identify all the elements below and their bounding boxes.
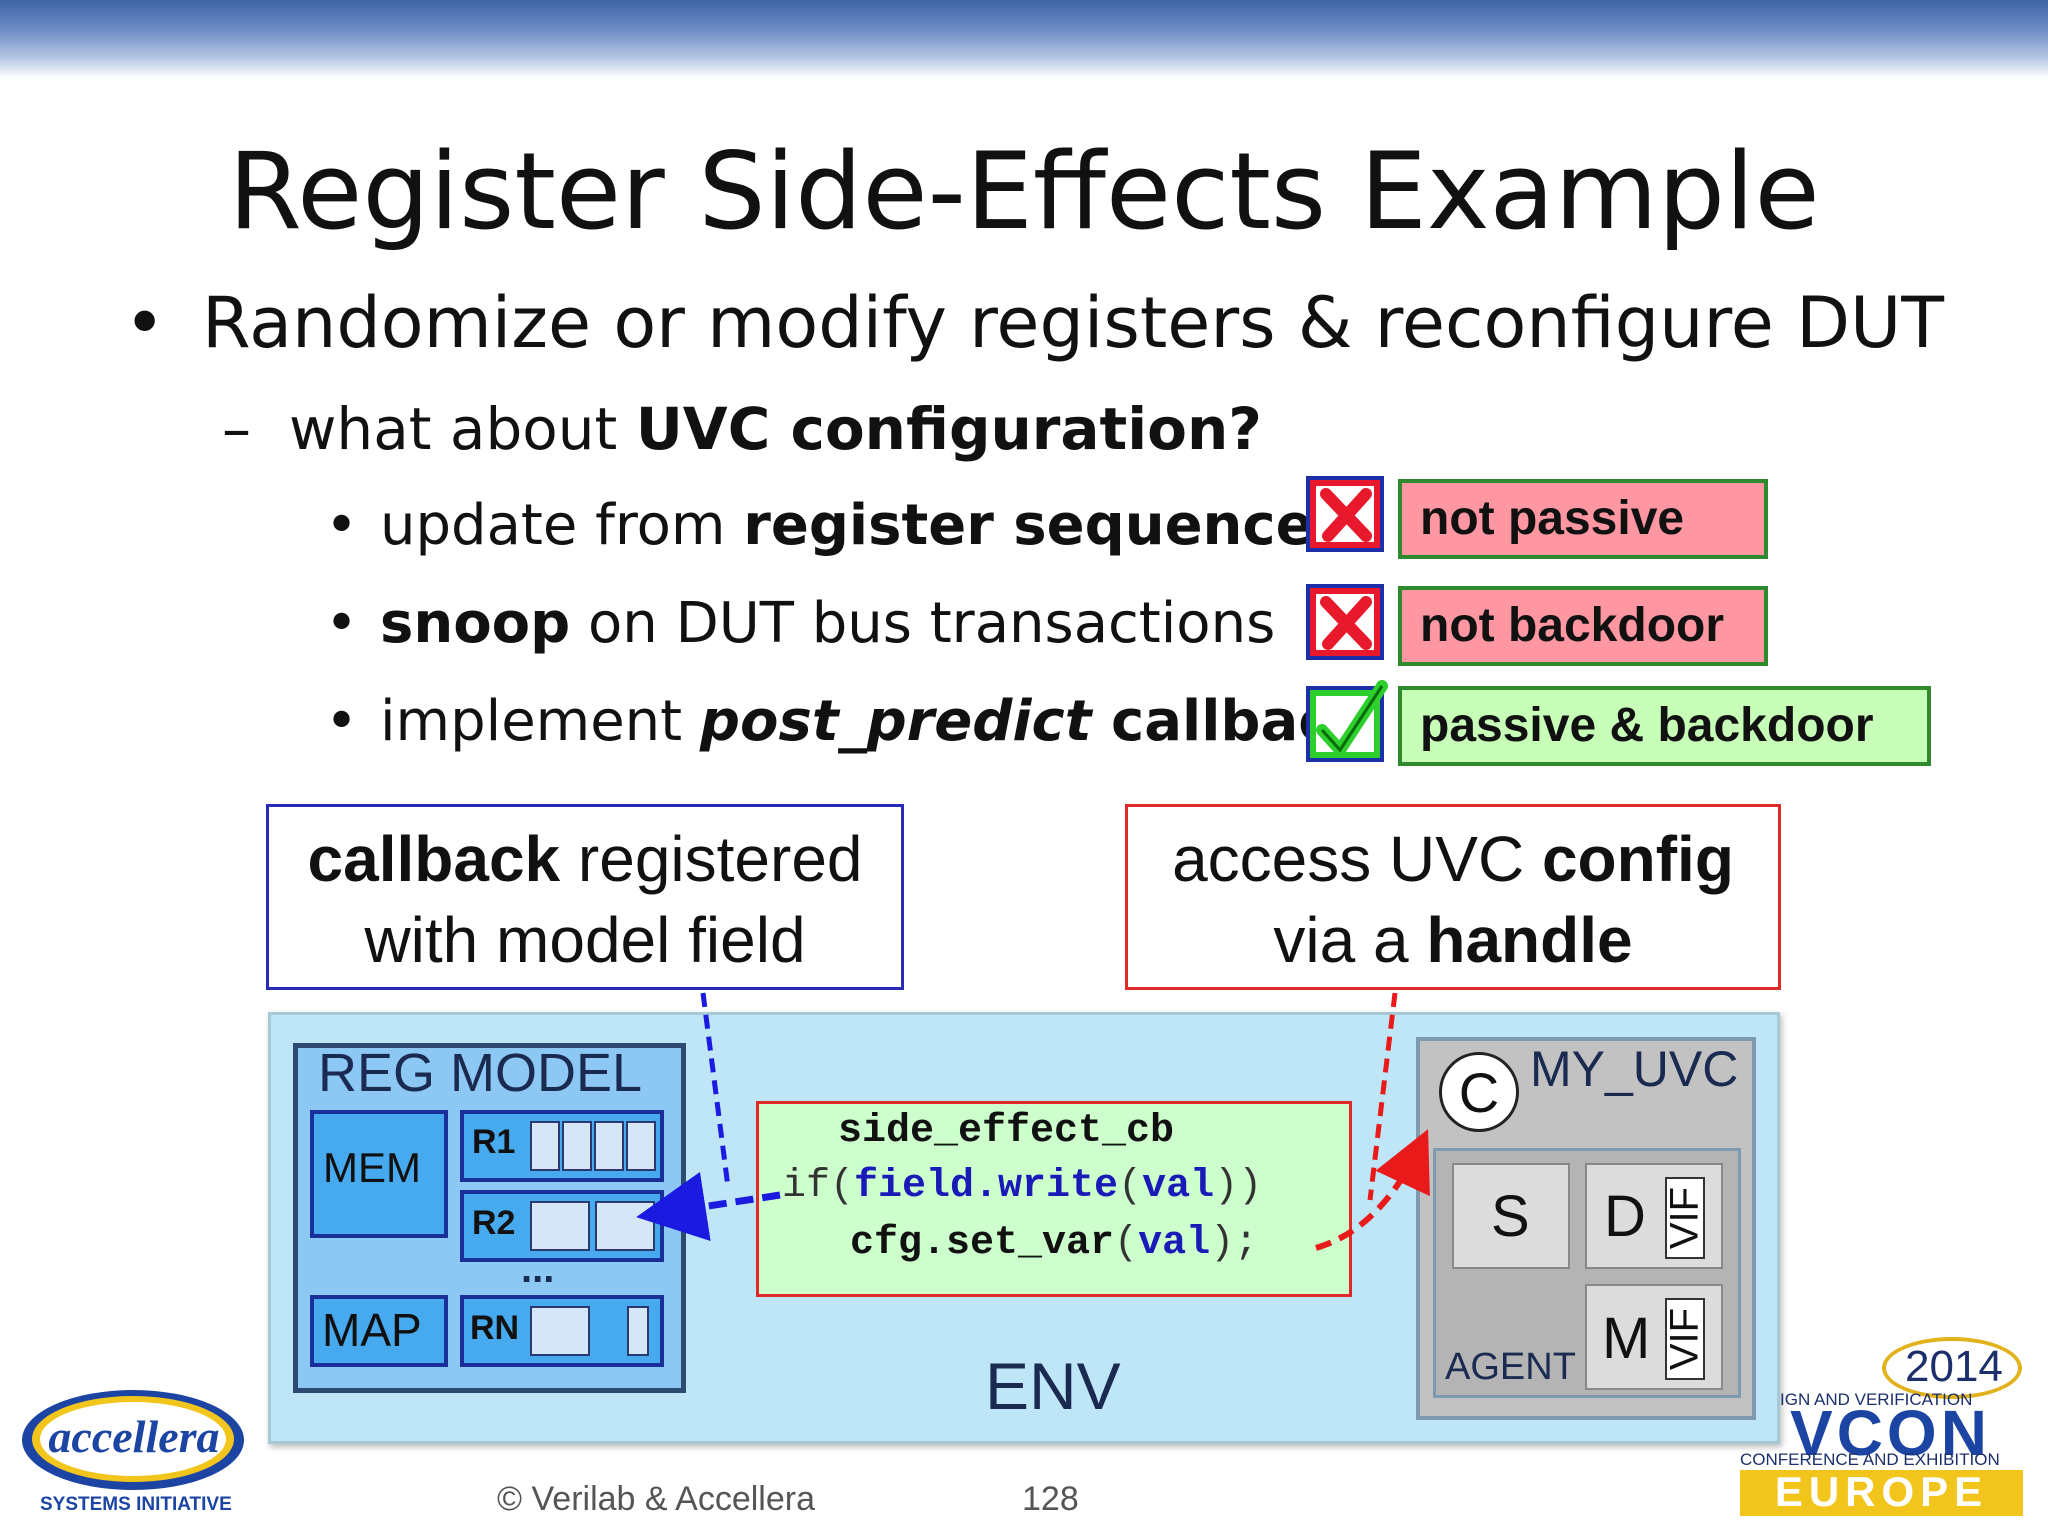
dvcon-name: VCON xyxy=(1790,1397,1991,1469)
code-paren: ( xyxy=(1114,1221,1139,1266)
dvcon-region-bar xyxy=(1740,1470,2023,1516)
subbullet-1-pre: update from xyxy=(380,493,744,558)
monitor-vif: VIF xyxy=(1663,1298,1707,1380)
subbullet-3-bolditalic: post_predict xyxy=(699,689,1092,754)
subbullet-2: • snoop on DUT bus transactions xyxy=(325,591,1275,656)
cross-icon xyxy=(1306,476,1384,552)
bullet-2: –what about UVC configuration? xyxy=(222,395,1262,463)
header-bar xyxy=(0,0,2048,78)
slide-title: Register Side-Effects Example xyxy=(228,130,1820,253)
callout-left-bold: callback xyxy=(307,823,561,895)
register-r1-label: R1 xyxy=(472,1123,516,1161)
page-number: 128 xyxy=(1022,1480,1079,1518)
code-line-2: if(field.write(val)) xyxy=(782,1164,1262,1209)
callout-right-bold: config xyxy=(1541,823,1734,895)
accellera-logo-text: accellera xyxy=(48,1411,220,1462)
field-cell xyxy=(530,1121,560,1171)
bullet-dot: • xyxy=(124,282,166,364)
map-block xyxy=(310,1295,448,1367)
register-ellipsis: ... xyxy=(521,1247,555,1291)
dvcon-year: 2014 xyxy=(1905,1342,2003,1391)
code-line-1: side_effect_cb xyxy=(838,1109,1175,1154)
code-if: if( xyxy=(782,1164,855,1209)
callout-right-line2-bold: handle xyxy=(1426,904,1633,976)
callout-config: access UVC config via a handle xyxy=(1125,804,1781,990)
dvcon-logo-ring xyxy=(1882,1337,2022,1399)
driver-label: D xyxy=(1604,1184,1646,1249)
agent-label: AGENT xyxy=(1445,1346,1576,1388)
check-icon xyxy=(1306,680,1388,762)
field-cell xyxy=(530,1201,590,1251)
code-set-var: cfg.set_var xyxy=(850,1221,1115,1266)
config-circle: C xyxy=(1439,1052,1519,1132)
copyright: © Verilab & Accellera xyxy=(497,1480,815,1518)
cross-icon xyxy=(1306,584,1384,660)
code-field-write: field.write xyxy=(854,1164,1119,1209)
bullet-1-text: Randomize or modify registers & reconfig… xyxy=(202,282,1945,364)
dvcon-line1: IGN AND VERIFICATION xyxy=(1780,1390,1973,1409)
reg-model-label: REG MODEL xyxy=(318,1043,643,1103)
code-line-3: cfg.set_var(val); xyxy=(850,1221,1258,1266)
callout-callback: callback registered with model field xyxy=(266,804,904,990)
map-label: MAP xyxy=(322,1304,422,1356)
dvcon-line2: CONFERENCE AND EXHIBITION xyxy=(1740,1450,2000,1469)
code-paren: ( xyxy=(1118,1164,1143,1209)
driver-vif: VIF xyxy=(1663,1177,1707,1259)
field-cell xyxy=(562,1121,592,1171)
dvcon-region: EUROPE xyxy=(1774,1468,1989,1515)
field-cell xyxy=(627,1306,649,1356)
code-paren: )) xyxy=(1214,1164,1263,1209)
code-paren: ); xyxy=(1210,1221,1259,1266)
bullet-2-pre: what about xyxy=(289,395,636,463)
callout-right-pre: access UVC xyxy=(1172,823,1542,895)
sequencer-block xyxy=(1452,1163,1570,1269)
subbullet-1: • update from register sequences xyxy=(325,493,1347,558)
dash: – xyxy=(222,395,251,463)
subbullet-3-pre: implement xyxy=(380,689,700,754)
callout-right-line2-pre: via a xyxy=(1273,904,1427,976)
subbullet-2-post: on DUT bus transactions xyxy=(570,591,1276,656)
field-cell xyxy=(594,1121,624,1171)
bullet-2-bold: UVC configuration? xyxy=(635,395,1262,463)
bullet-dot: • xyxy=(325,493,359,558)
code-arg: val xyxy=(1142,1164,1215,1209)
subbullet-1-bold: register sequences xyxy=(743,493,1347,558)
accellera-tagline: SYSTEMS INITIATIVE xyxy=(40,1494,232,1515)
tag-not-backdoor: not backdoor xyxy=(1398,586,1768,666)
field-cell xyxy=(626,1121,656,1171)
bullet-dot: • xyxy=(325,689,359,754)
monitor-label: M xyxy=(1602,1306,1651,1371)
subbullet-2-bold: snoop xyxy=(380,591,571,656)
callout-left-rest: registered xyxy=(560,823,863,895)
code-box: side_effect_cb if(field.write(val)) cfg.… xyxy=(756,1101,1352,1297)
mem-block xyxy=(310,1110,448,1238)
callout-left-line2: with model field xyxy=(364,904,806,976)
env-label: ENV xyxy=(985,1349,1121,1423)
sequencer-label: S xyxy=(1491,1184,1530,1249)
field-cell xyxy=(530,1306,590,1356)
bullet-dot: • xyxy=(325,591,359,656)
tag-not-passive: not passive xyxy=(1398,479,1768,559)
my-uvc-label: MY_UVC xyxy=(1530,1041,1739,1097)
mem-label: MEM xyxy=(323,1144,421,1191)
code-arg: val xyxy=(1138,1221,1211,1266)
accellera-logo-core xyxy=(40,1402,226,1476)
register-rn-label: RN xyxy=(470,1309,520,1347)
tag-passive-backdoor: passive & backdoor xyxy=(1398,686,1931,766)
register-r2-label: R2 xyxy=(472,1204,516,1242)
